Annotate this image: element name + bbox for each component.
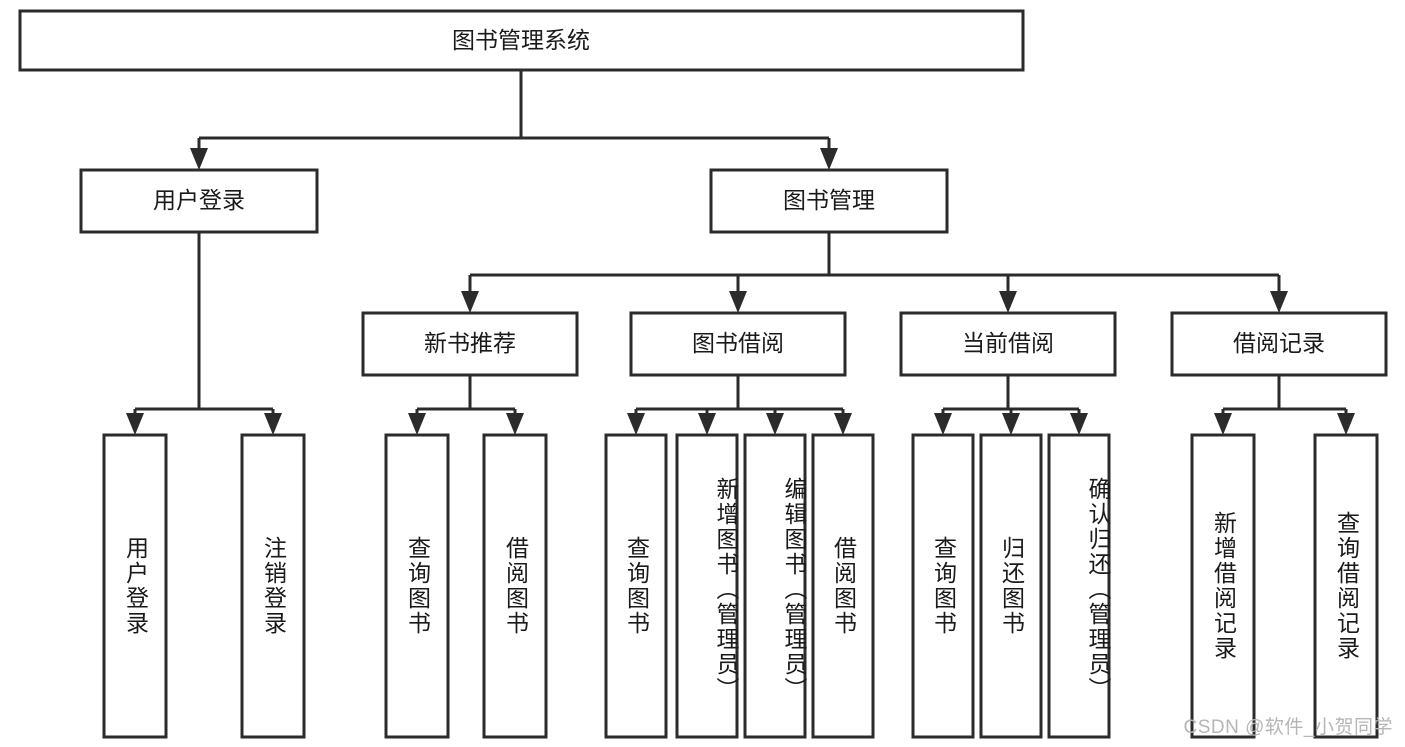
node-label: 借阅记录: [1233, 330, 1325, 356]
arrow-head-icon: [729, 291, 747, 313]
node-leaf-user-logout[interactable]: [240, 433, 306, 739]
connector-currentborrow-to-leaves: [934, 375, 1088, 435]
node-leaf-cur-confirm-return[interactable]: [1047, 433, 1111, 739]
node-box[interactable]: [709, 168, 949, 234]
node-label: 用户登录: [153, 187, 245, 213]
arrow-head-icon: [126, 413, 144, 435]
node-box[interactable]: [102, 433, 168, 739]
arrow-head-icon: [820, 148, 838, 170]
node-leaf-user-login[interactable]: [102, 433, 168, 739]
node-box[interactable]: [384, 433, 450, 739]
arrow-head-icon: [461, 291, 479, 313]
node-leaf-rec-query-record[interactable]: [1313, 433, 1379, 739]
node-box[interactable]: [604, 433, 668, 739]
node-label: 图书管理: [783, 187, 875, 213]
node-user-login[interactable]: 用户登录: [79, 168, 319, 234]
arrow-head-icon: [999, 291, 1017, 313]
node-box[interactable]: [79, 168, 319, 234]
node-box[interactable]: [675, 433, 739, 739]
connector-borrowrecord-to-leaves: [1214, 375, 1355, 435]
arrow-head-icon: [766, 413, 784, 435]
node-label: 当前借阅: [962, 330, 1054, 356]
connector-bookmanage-to-level3: [461, 232, 1288, 313]
node-borrow-record[interactable]: 借阅记录: [1170, 311, 1388, 377]
node-box[interactable]: [1190, 433, 1256, 739]
node-box[interactable]: [811, 433, 875, 739]
arrow-head-icon: [834, 413, 852, 435]
arrow-head-icon: [698, 413, 716, 435]
node-box[interactable]: [361, 311, 579, 377]
node-root[interactable]: 图书管理系统: [18, 9, 1025, 72]
node-leaf-borrow-add-book[interactable]: [675, 433, 739, 739]
node-box[interactable]: [911, 433, 975, 739]
node-leaf-rec-add-record[interactable]: [1190, 433, 1256, 739]
arrow-head-icon: [1270, 291, 1288, 313]
connector-userlogin-to-leaves: [126, 232, 282, 435]
node-book-manage[interactable]: 图书管理: [709, 168, 949, 234]
node-leaf-borrow-edit-book[interactable]: [743, 433, 807, 739]
node-box[interactable]: [743, 433, 807, 739]
node-box[interactable]: [899, 311, 1117, 377]
node-leaf-rec-query-book[interactable]: [384, 433, 450, 739]
connector-bookborrow-to-leaves: [627, 375, 852, 435]
node-leaf-cur-query-book[interactable]: [911, 433, 975, 739]
arrow-head-icon: [1070, 413, 1088, 435]
arrow-head-icon: [934, 413, 952, 435]
arrow-head-icon: [627, 413, 645, 435]
node-box[interactable]: [629, 311, 847, 377]
arrow-head-icon: [408, 413, 426, 435]
node-box[interactable]: [240, 433, 306, 739]
arrow-head-icon: [506, 413, 524, 435]
node-box[interactable]: [482, 433, 548, 739]
node-box[interactable]: [1313, 433, 1379, 739]
node-label: 新书推荐: [424, 330, 516, 356]
arrow-head-icon: [1214, 413, 1232, 435]
arrow-head-icon: [264, 413, 282, 435]
node-leaf-borrow-borrow-book[interactable]: [811, 433, 875, 739]
node-book-borrow[interactable]: 图书借阅: [629, 311, 847, 377]
node-new-book-rec[interactable]: 新书推荐: [361, 311, 579, 377]
connector-newbookrec-to-leaves: [408, 375, 524, 435]
node-box[interactable]: [1047, 433, 1111, 739]
arrow-head-icon: [1337, 413, 1355, 435]
node-label: 图书借阅: [692, 330, 784, 356]
node-leaf-cur-return-book[interactable]: [979, 433, 1043, 739]
csdn-watermark: CSDN @软件_小贺同学: [1183, 717, 1393, 738]
connector-root-to-level2: [190, 70, 838, 170]
node-current-borrow[interactable]: 当前借阅: [899, 311, 1117, 377]
node-box[interactable]: [18, 9, 1025, 72]
node-label: 图书管理系统: [452, 27, 590, 53]
node-box[interactable]: [1170, 311, 1388, 377]
node-leaf-rec-borrow-book[interactable]: [482, 433, 548, 739]
arrow-head-icon: [1002, 413, 1020, 435]
node-box[interactable]: [979, 433, 1043, 739]
arrow-head-icon: [190, 148, 208, 170]
node-leaf-borrow-query-book[interactable]: [604, 433, 668, 739]
